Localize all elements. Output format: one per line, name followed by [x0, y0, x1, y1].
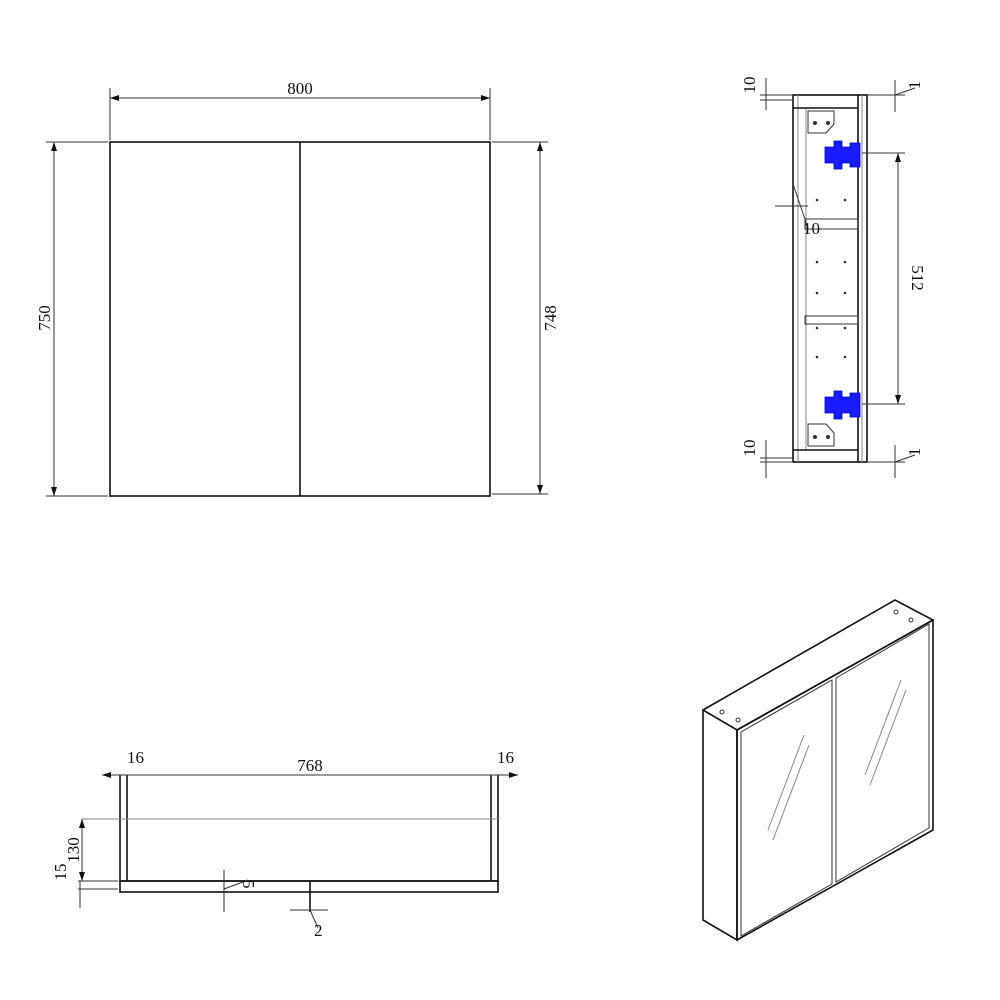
front-view: 800 750 748	[35, 79, 560, 497]
inner-width-label: 768	[297, 756, 323, 775]
iso-side-face	[702, 710, 738, 942]
door-thickness-label: 15	[51, 864, 70, 881]
bracket-bottom	[807, 423, 835, 447]
iso-right-door	[835, 623, 930, 883]
top-view: 16 768 16 130 15 5 2	[51, 748, 518, 940]
hinge-icon	[824, 390, 861, 420]
hinge-icon	[824, 140, 861, 170]
right-side-label: 16	[497, 748, 514, 767]
width-label: 800	[287, 79, 313, 98]
bottom-gap-label: 10	[740, 440, 759, 457]
height-right-label: 748	[541, 305, 560, 331]
bracket-top	[807, 110, 835, 134]
shelf-upper	[804, 218, 859, 230]
top-view-outline	[119, 775, 499, 882]
shelf-label: 10	[803, 219, 820, 238]
door-section	[119, 880, 499, 893]
isometric-view	[701, 599, 935, 942]
left-side-label: 16	[127, 748, 144, 767]
iso-left-door	[740, 679, 833, 937]
side-view: 10 10 1 1 512 10	[740, 77, 927, 478]
shelf-lower	[804, 315, 859, 325]
hinge-spacing-label: 512	[908, 265, 927, 291]
iso-front-face	[736, 618, 934, 942]
top-gap-label: 10	[740, 77, 759, 94]
mirror-label: 5	[239, 880, 258, 889]
depth-label: 130	[64, 837, 83, 863]
bottom-door-label: 1	[905, 448, 924, 457]
height-left-label: 750	[35, 305, 54, 331]
top-door-label: 1	[905, 81, 924, 90]
side-outline	[792, 94, 868, 463]
gap-label: 2	[314, 921, 323, 940]
